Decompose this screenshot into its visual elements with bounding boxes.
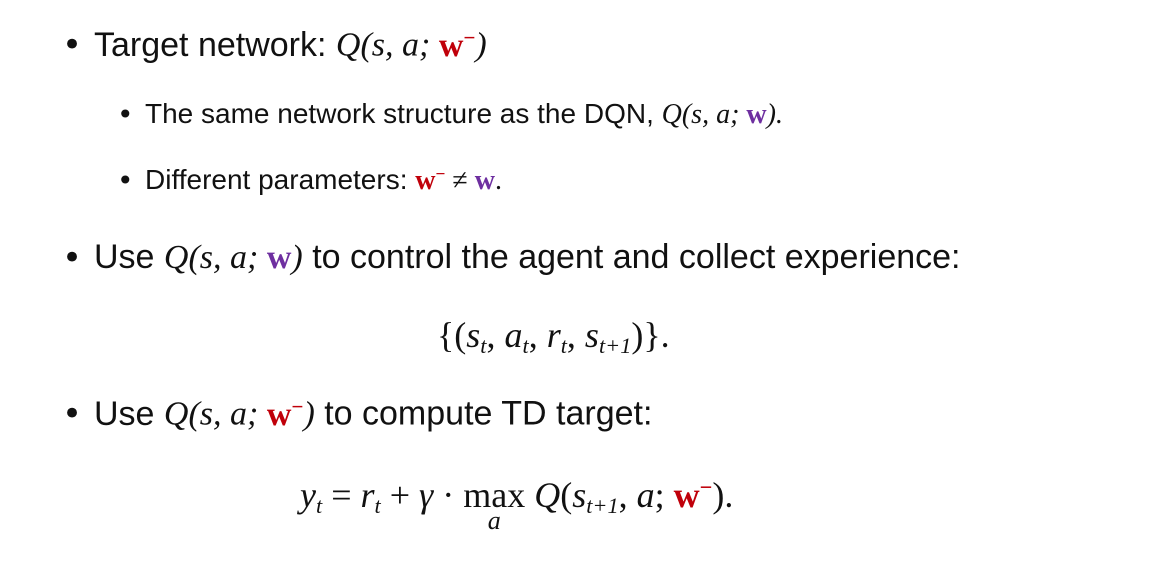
bullet-dot: •: [62, 25, 83, 65]
dqn-q-formula: Q(s, a; w): [163, 239, 303, 276]
bullet-use-target: • Use Q(s, a; w−) to compute TD target:: [62, 394, 652, 434]
bullet-dot: •: [62, 238, 83, 278]
sub-bullet-text: Different parameters:: [145, 164, 416, 195]
bullet-dot: •: [117, 98, 134, 131]
bullet-text-after: to control the agent and collect experie…: [302, 238, 961, 276]
bullet-dot: •: [117, 164, 134, 197]
bullet-text-before: Use: [94, 394, 164, 433]
bullet-use-dqn: • Use Q(s, a; w) to control the agent an…: [62, 238, 961, 278]
bullet-dot: •: [62, 394, 83, 434]
params-inequality: w− ≠ w.: [415, 164, 503, 196]
bullet-text-after: to compute TD target:: [314, 394, 653, 433]
sub-bullet-different-params: • Different parameters: w− ≠ w.: [117, 164, 502, 197]
bullet-text: Target network:: [94, 25, 336, 64]
sub-bullet-text: The same network structure as the DQN,: [145, 98, 662, 129]
sub-bullet-same-structure: • The same network structure as the DQN,…: [117, 98, 783, 131]
target-q-formula: Q(s, a; w−): [335, 25, 487, 64]
bullet-text-before: Use: [94, 238, 164, 276]
dqn-q-formula: Q(s, a; w).: [661, 99, 783, 130]
target-q-formula: Q(s, a; w−): [163, 394, 315, 433]
experience-set-equation: {(st, at, rt, st+1)}.: [437, 315, 670, 359]
bullet-target-network: • Target network: Q(s, a; w−): [62, 25, 487, 65]
